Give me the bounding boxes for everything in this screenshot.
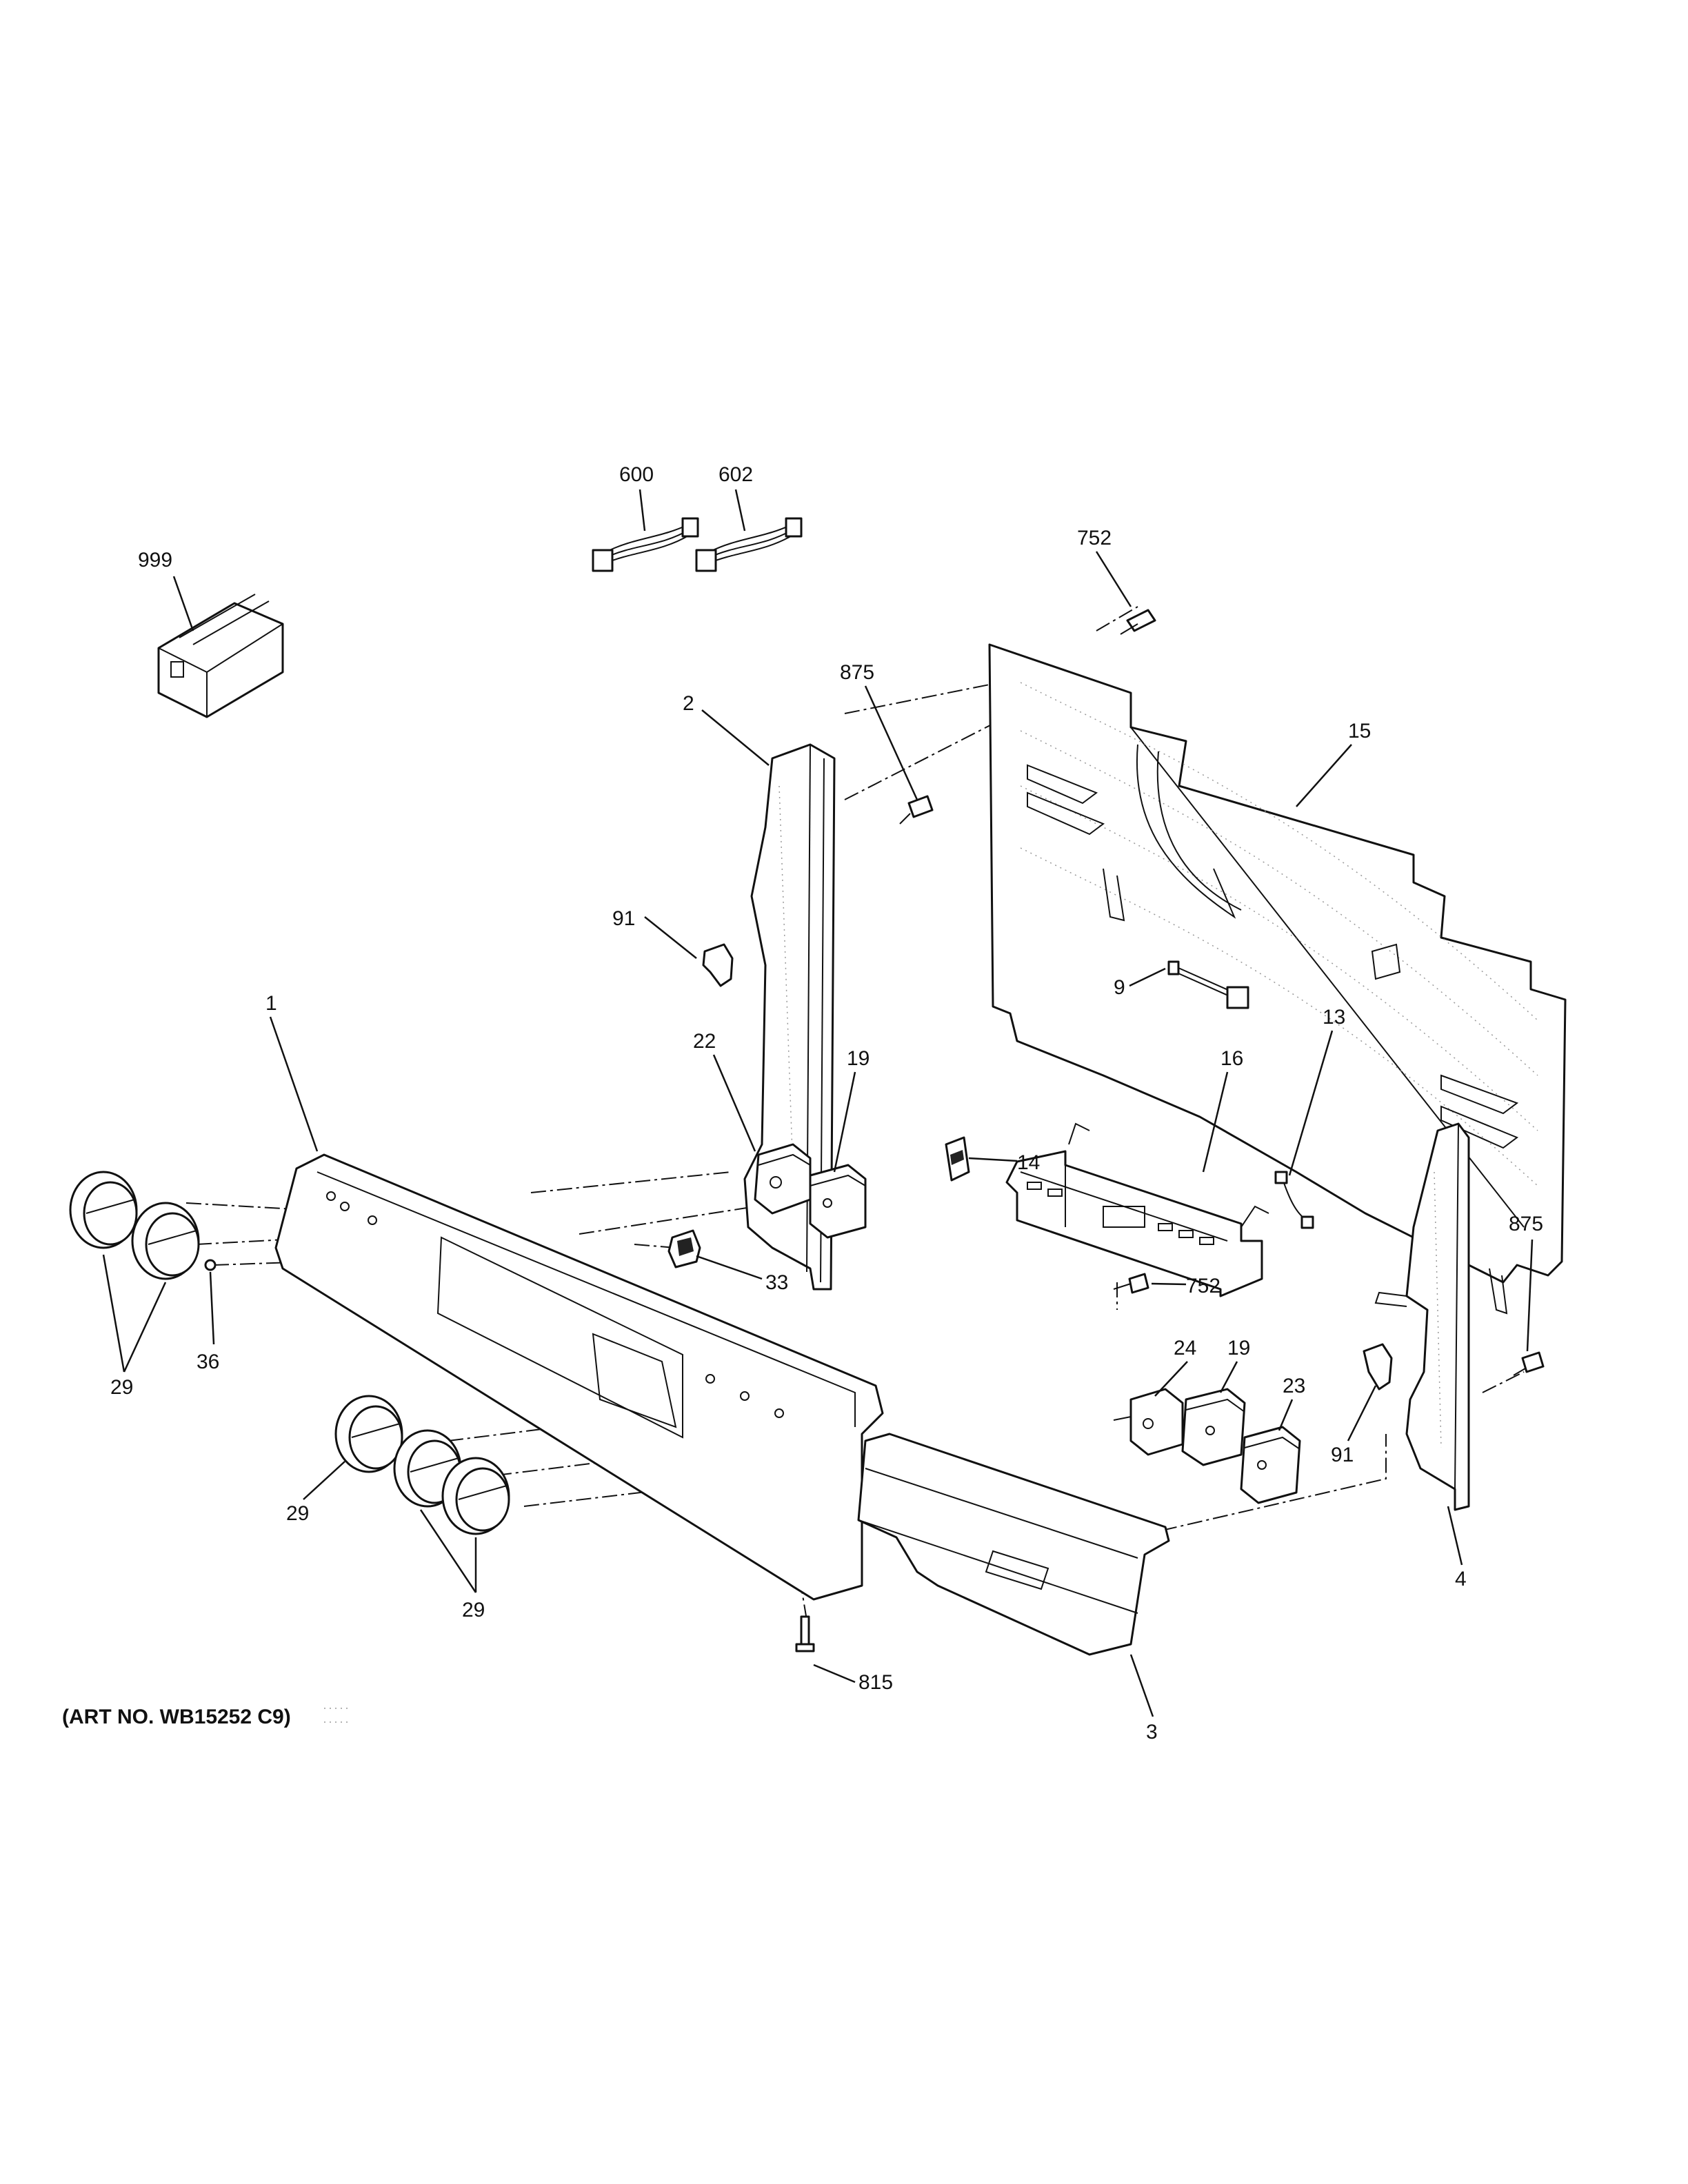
art-number: (ART NO. WB15252 C9) [62, 1706, 291, 1728]
callout-752-middle: 752 [1186, 1275, 1220, 1297]
knob-part-29-lower-1 [334, 1395, 403, 1473]
screw-part-815 [795, 1615, 815, 1652]
side-bracket-part-4 [1374, 1122, 1470, 1511]
callout-91-right: 91 [1331, 1444, 1354, 1466]
callout-24: 24 [1174, 1337, 1196, 1359]
switch-part-24 [1113, 1388, 1184, 1456]
leader-lines [102, 489, 1534, 1717]
wire-harness-part-9 [1167, 960, 1249, 1009]
switch-part-19-left [809, 1164, 867, 1239]
callout-labels: 999 600 602 752 875 2 15 91 9 14 752 13 … [110, 463, 1543, 1743]
callout-22: 22 [693, 1030, 716, 1053]
callout-36: 36 [197, 1351, 219, 1373]
screw-part-875-right [1513, 1351, 1545, 1376]
callout-14: 14 [1017, 1151, 1040, 1174]
trim-part-3 [857, 1433, 1170, 1656]
callout-13: 13 [1323, 1006, 1345, 1029]
callout-3: 3 [1146, 1721, 1158, 1743]
callout-16: 16 [1220, 1047, 1243, 1070]
callout-4: 4 [1455, 1568, 1467, 1590]
callout-875-right: 875 [1509, 1213, 1543, 1235]
literature-box-part-999 [157, 594, 284, 718]
screw-part-875-left [899, 795, 934, 825]
switch-part-23 [1240, 1426, 1301, 1504]
switch-part-22 [754, 1143, 812, 1215]
callout-29-upper: 29 [110, 1376, 133, 1399]
callout-1: 1 [265, 992, 277, 1015]
callout-752-top: 752 [1077, 527, 1112, 549]
art-number-underline [324, 1708, 352, 1723]
callout-875-left: 875 [840, 661, 874, 684]
knob-part-29-upper-2 [131, 1202, 200, 1280]
screw-part-36 [204, 1259, 217, 1271]
knob-part-29-upper-1 [69, 1171, 138, 1249]
switch-part-19-right [1181, 1388, 1246, 1466]
callout-2: 2 [683, 692, 694, 715]
control-panel-back-part-15 [988, 643, 1567, 1315]
callout-815: 815 [858, 1671, 893, 1694]
sensor-part-14 [945, 1136, 970, 1182]
callout-33: 33 [765, 1271, 788, 1294]
wire-harness-part-600 [592, 517, 699, 572]
clip-part-91-left [702, 943, 734, 987]
callout-600: 600 [619, 463, 654, 486]
clip-part-91-right [1363, 1343, 1393, 1391]
screw-part-752-top [1120, 609, 1156, 635]
wire-harness-part-602 [695, 517, 803, 572]
callout-29-lower-left: 29 [286, 1502, 309, 1525]
screw-part-752-middle [1113, 1273, 1149, 1294]
callout-15: 15 [1348, 720, 1371, 742]
callout-91-left: 91 [612, 907, 635, 930]
electronic-control-part-16 [1005, 1122, 1269, 1297]
callout-999: 999 [138, 549, 172, 572]
switch-part-33 [667, 1229, 701, 1268]
knob-part-29-lower-3 [441, 1457, 510, 1535]
callout-602: 602 [719, 463, 753, 486]
callout-9: 9 [1114, 976, 1125, 999]
callout-19-right: 19 [1227, 1337, 1250, 1359]
callout-23: 23 [1283, 1375, 1305, 1397]
wire-part-13 [1274, 1171, 1314, 1229]
callout-19-left: 19 [847, 1047, 870, 1070]
callout-29-lower-right: 29 [462, 1599, 485, 1621]
